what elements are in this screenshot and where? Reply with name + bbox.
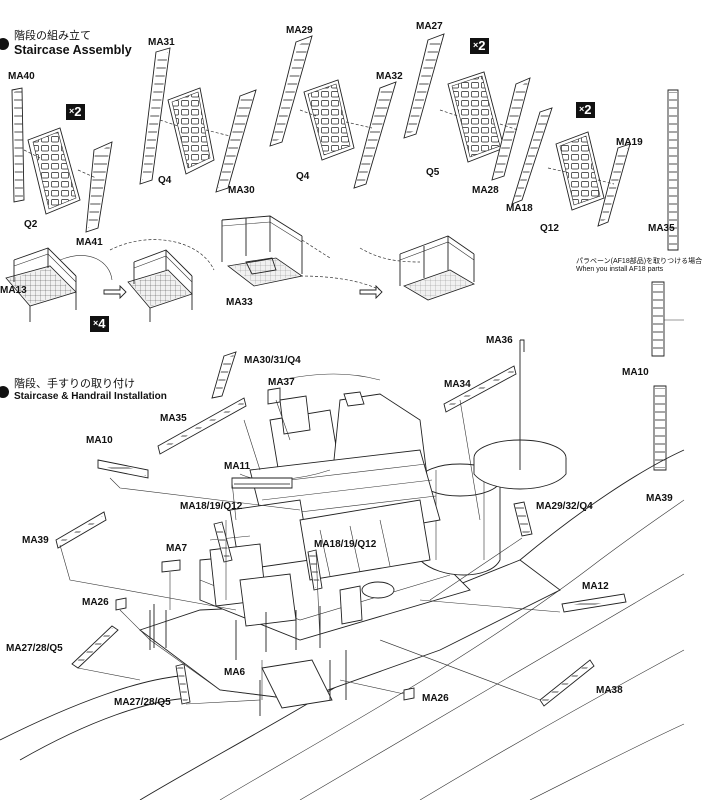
part-ma12-rail <box>561 593 627 613</box>
label-ma10-left: MA10 <box>86 435 113 446</box>
assembly-drawing <box>0 33 685 800</box>
part-q4-stair-b <box>303 79 355 161</box>
part-ma11-rail <box>231 477 293 489</box>
part-ma7 <box>161 559 181 573</box>
label-ma41: MA41 <box>76 237 103 248</box>
label-ma33: MA33 <box>226 297 253 308</box>
multiplier-badge-x4: ×4 <box>90 316 109 333</box>
part-q5-stair <box>447 71 505 163</box>
part-q12-stair <box>555 131 605 211</box>
label-ma39-right: MA39 <box>646 493 673 504</box>
label-ma27: MA27 <box>416 21 443 32</box>
part-ma35-rail-bottom <box>157 397 247 455</box>
label-ma18: MA18 <box>506 203 533 214</box>
label-ma30-31-q4: MA30/31/Q4 <box>244 355 301 366</box>
part-ma27-28-q5-a <box>71 625 119 669</box>
label-ma29-32-q4: MA29/32/Q4 <box>536 501 593 512</box>
label-ma35-top: MA35 <box>648 223 675 234</box>
part-q2-stair <box>27 127 81 215</box>
label-ma28: MA28 <box>472 185 499 196</box>
part-ma30-31-q4 <box>211 351 237 399</box>
label-ma26-left: MA26 <box>82 597 109 608</box>
af18-note-en: When you install AF18 parts <box>576 266 664 274</box>
section-bullet-installation <box>0 386 9 398</box>
label-ma37: MA37 <box>268 377 295 388</box>
part-ma39-rail-right <box>653 385 667 471</box>
label-ma18-19-q12-a: MA18/19/Q12 <box>180 501 243 512</box>
label-q4-a: Q4 <box>158 175 172 186</box>
label-ma7: MA7 <box>166 543 188 554</box>
label-ma32: MA32 <box>376 71 403 82</box>
label-q5: Q5 <box>426 167 440 178</box>
part-ma27-rail <box>403 33 445 139</box>
part-ma28-rail <box>491 77 531 181</box>
label-ma40: MA40 <box>8 71 35 82</box>
part-ma31-rail <box>139 47 171 185</box>
section-title-installation-jp: 階段、手すりの取り付け <box>14 378 135 390</box>
label-ma27-28-q5-b: MA27/28/Q5 <box>114 697 171 708</box>
label-ma34: MA34 <box>444 379 471 390</box>
part-ma19-rail <box>597 143 631 227</box>
part-ma41-rail <box>85 141 113 233</box>
part-ma10-rail-right <box>651 281 684 357</box>
label-ma18-19-q12-b: MA18/19/Q12 <box>314 539 377 550</box>
part-ma13-platform <box>5 247 77 322</box>
label-ma27-28-q5-a: MA27/28/Q5 <box>6 643 63 654</box>
part-ma36-mast <box>520 339 525 352</box>
part-ma33-railing-assembled <box>399 235 475 301</box>
label-ma11: MA11 <box>224 461 251 472</box>
leader-lines <box>59 348 561 705</box>
af18-note-jp: パラベーン(AF18部品)を取りつける場合 <box>576 258 702 265</box>
label-ma31: MA31 <box>148 37 175 48</box>
label-ma38: MA38 <box>596 685 623 696</box>
instruction-sheet: 階段の組み立て Staircase Assembly 階段、手すりの取り付け S… <box>0 21 702 800</box>
part-ma40-rail <box>11 87 25 203</box>
section-title-installation: 階段、手すりの取り付け Staircase & Handrail Install… <box>14 378 167 402</box>
label-q2: Q2 <box>24 219 38 230</box>
part-ma39-rail-left <box>55 511 107 549</box>
label-ma26-right: MA26 <box>422 693 449 704</box>
label-ma12: MA12 <box>582 581 609 592</box>
supports <box>149 604 347 716</box>
part-ma29-rail <box>269 35 313 147</box>
part-ma35-rail-top <box>667 89 679 251</box>
part-ma29-32-q4 <box>513 501 533 537</box>
label-ma39-left: MA39 <box>22 535 49 546</box>
label-ma10-right: MA10 <box>622 367 649 378</box>
label-q4-b: Q4 <box>296 171 310 182</box>
section-title-assembly: 階段の組み立て Staircase Assembly <box>14 30 132 57</box>
label-ma6: MA6 <box>224 667 246 678</box>
af18-note: パラベーン(AF18部品)を取りつける場合 When you install A… <box>576 258 702 275</box>
label-ma19: MA19 <box>616 137 643 148</box>
part-ma10-rail-left <box>97 459 149 479</box>
part-q4-stair-a <box>167 87 215 175</box>
section-title-assembly-en: Staircase Assembly <box>14 42 132 57</box>
section-bullet-assembly <box>0 38 9 50</box>
multiplier-badge-x2-q12: ×2 <box>576 102 595 119</box>
bridge-tower <box>209 391 441 627</box>
multiplier-badge-x2-q2: ×2 <box>66 104 85 121</box>
part-ma34-rail <box>443 365 517 413</box>
part-ma18-rail <box>511 107 553 205</box>
part-ma26-right <box>403 687 415 701</box>
label-ma13: MA13 <box>0 285 27 296</box>
label-ma36: MA36 <box>486 335 513 346</box>
part-ma33-railing <box>221 215 303 287</box>
part-ma13-platform-with-rail <box>127 249 193 322</box>
label-ma35-bottom: MA35 <box>160 413 187 424</box>
part-ma38-rail <box>539 659 595 707</box>
part-ma30-rail <box>215 89 257 193</box>
part-ma32-rail <box>353 81 397 189</box>
part-ma26-left <box>115 597 127 611</box>
part-ma27-28-q5-b <box>175 663 191 705</box>
part-ma37 <box>267 387 281 405</box>
section-title-installation-en: Staircase & Handrail Installation <box>14 390 167 402</box>
multiplier-badge-x2-q5: ×2 <box>470 38 489 55</box>
label-q12: Q12 <box>540 223 559 234</box>
section-title-assembly-jp: 階段の組み立て <box>14 30 91 42</box>
label-ma30: MA30 <box>228 185 255 196</box>
searchlight-platform <box>473 340 567 490</box>
label-ma29: MA29 <box>286 25 313 36</box>
